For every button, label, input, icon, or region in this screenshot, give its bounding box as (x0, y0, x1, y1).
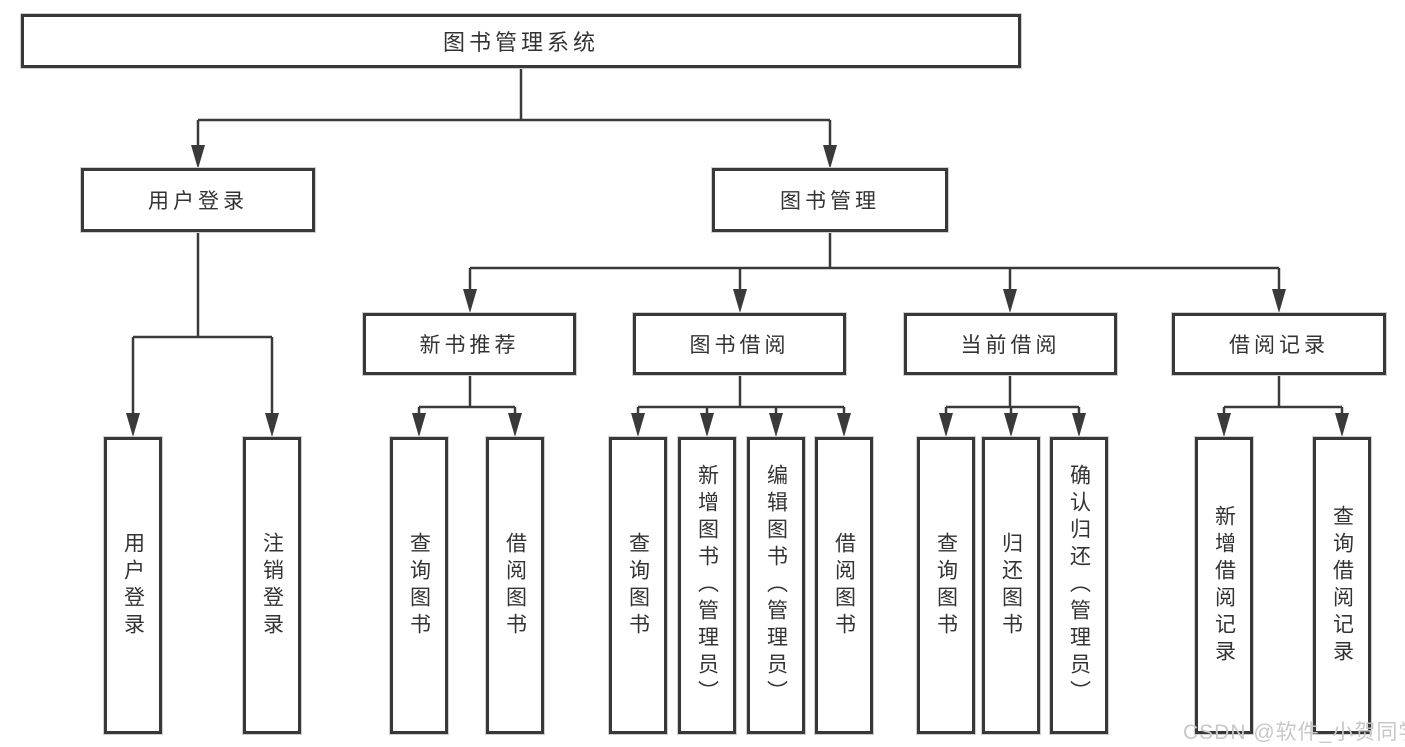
leaf-cb-confirm-return-admin: 确认归还（管理员） (1050, 437, 1108, 734)
node-label: 用户登录 (148, 190, 248, 213)
leaf-bb-borrow-books: 借阅图书 (815, 437, 873, 734)
node-label: 查询借阅记录 (1330, 504, 1354, 667)
leaf-nbr-query-books: 查询图书 (390, 437, 448, 734)
leaf-logout: 注销登录 (243, 437, 301, 734)
node-label: 归还图书 (999, 531, 1023, 640)
node-label: 新增借阅记录 (1212, 504, 1236, 667)
node-label: 确认归还（管理员） (1067, 464, 1091, 707)
leaf-bb-query-books: 查询图书 (609, 437, 667, 734)
node-book-management: 图书管理 (712, 168, 948, 232)
node-label: 编辑图书（管理员） (764, 464, 788, 707)
node-label: 用户登录 (121, 531, 145, 640)
watermark: CSDN @软件_小贺同学 (1183, 721, 1405, 744)
node-borrowing-records: 借阅记录 (1172, 313, 1386, 375)
leaf-cb-return-books: 归还图书 (982, 437, 1040, 734)
connector-lines (131, 68, 1344, 418)
node-label: 借阅图书 (832, 531, 856, 640)
node-label: 新增图书（管理员） (695, 464, 719, 707)
leaf-bb-edit-book-admin: 编辑图书（管理员） (747, 437, 805, 734)
leaf-cb-query-books: 查询图书 (917, 437, 975, 734)
node-label: 借阅记录 (1229, 334, 1329, 357)
node-label: 当前借阅 (960, 334, 1061, 357)
node-label: 注销登录 (260, 531, 284, 640)
leaf-nbr-borrow-books: 借阅图书 (486, 437, 544, 734)
node-library-system: 图书管理系统 (21, 14, 1021, 68)
leaf-br-add-record: 新增借阅记录 (1195, 437, 1253, 734)
node-new-book-recommendation: 新书推荐 (363, 313, 576, 375)
node-label: 查询图书 (407, 531, 431, 640)
node-label: 图书管理 (780, 190, 880, 213)
leaf-user-login: 用户登录 (104, 437, 162, 734)
node-label: 新书推荐 (419, 334, 520, 357)
leaf-br-query-record: 查询借阅记录 (1313, 437, 1371, 734)
node-label: 借阅图书 (503, 531, 527, 640)
node-current-borrowing: 当前借阅 (904, 313, 1117, 375)
leaf-bb-add-book-admin: 新增图书（管理员） (678, 437, 736, 734)
node-user-login: 用户登录 (81, 168, 315, 232)
node-label: 图书借阅 (689, 334, 790, 357)
node-label: 查询图书 (934, 531, 958, 640)
node-label: 查询图书 (626, 531, 650, 640)
node-label: 图书管理系统 (442, 30, 599, 55)
arrowheads (126, 145, 1349, 437)
node-book-borrowing: 图书借阅 (633, 313, 846, 375)
